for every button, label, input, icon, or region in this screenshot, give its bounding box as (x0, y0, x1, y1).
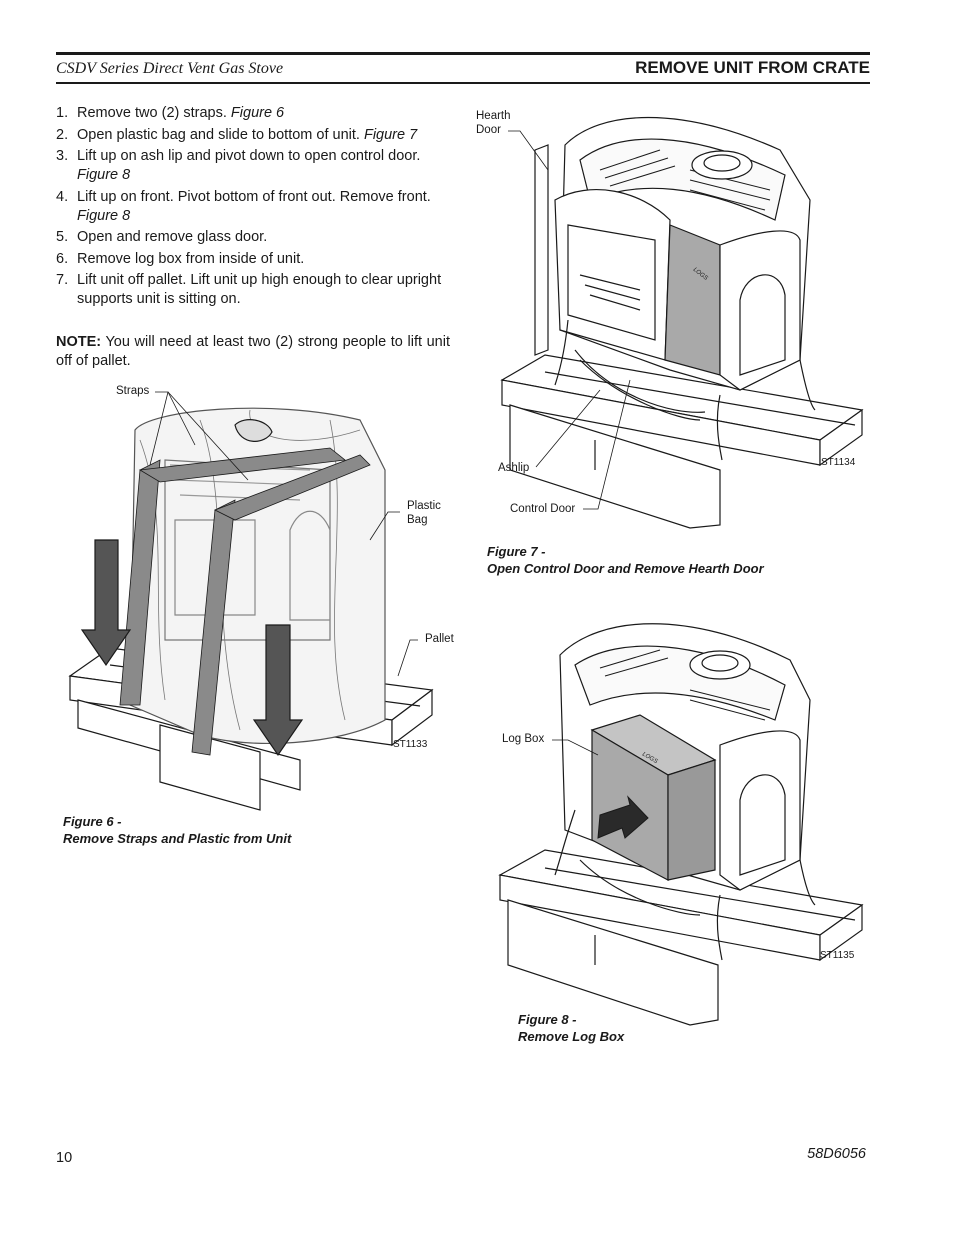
step-number: 7. (56, 272, 69, 288)
caption-title: Remove Straps and Plastic from Unit (63, 831, 292, 846)
figure-6-caption: Figure 6 - Remove Straps and Plastic fro… (63, 813, 291, 847)
figure-code: ST1133 (393, 739, 428, 750)
page-number: 10 (56, 1150, 73, 1166)
section-title: REMOVE UNIT FROM CRATE (635, 58, 870, 77)
step-item: 3. Lift up on ash lip and pivot down to o… (56, 147, 450, 185)
step-figure-ref: Figure 7 (363, 126, 418, 143)
manual-title: CSDV Series Direct Vent Gas Stove (56, 60, 284, 77)
step-item: 7. Lift unit off pallet. Lift unit up hig… (56, 271, 450, 309)
instruction-steps: 1. Remove two (2) straps. Figure 6 2. Open… (56, 104, 450, 312)
step-text: Open and remove glass door. (77, 229, 268, 245)
step-item: 5. Open and remove glass door. (56, 228, 450, 247)
logs-box-text: LOGS (641, 752, 658, 766)
step-text: Lift unit off pallet. Lift unit up high … (77, 272, 442, 307)
figure-8-caption: Figure 8 - Remove Log Box (518, 1011, 624, 1045)
note-label: NOTE: (56, 333, 102, 350)
step-number: 6. (56, 250, 69, 267)
figure-7-caption: Figure 7 - Open Control Door and Remove … (487, 543, 764, 577)
label-pallet: Pallet (425, 633, 454, 645)
document-number: 58D6056 (807, 1146, 866, 1162)
label-plastic-bag: Plastic Bag (407, 500, 441, 526)
page-header: CSDV Series Direct Vent Gas Stove REMOVE… (56, 52, 870, 84)
step-number: 1. (56, 105, 69, 121)
label-control-door: Control Door (510, 503, 576, 515)
caption-title: Open Control Door and Remove Hearth Door (487, 561, 764, 576)
step-figure-ref: Figure 8 (77, 207, 131, 224)
step-item: 2. Open plastic bag and slide to bottom o… (56, 126, 450, 145)
label-straps: Straps (116, 385, 150, 397)
caption-number: Figure 8 - (518, 1012, 577, 1027)
step-text: Lift up on ash lip and pivot down to ope… (77, 148, 421, 164)
step-number: 4. (56, 188, 69, 205)
caption-number: Figure 7 - (487, 544, 546, 559)
label-ashlip: Ashlip (498, 462, 530, 474)
step-figure-ref: Figure 8 (77, 167, 131, 183)
caption-title: Remove Log Box (518, 1029, 625, 1044)
step-item: 6. Remove log box from inside of unit. (56, 250, 450, 269)
safety-note: NOTE: You will need at least two (2) str… (56, 333, 450, 371)
step-item: 4. Lift up on front. Pivot bottom of fron… (56, 188, 450, 226)
label-hearth-door: Hearth Door (476, 110, 511, 136)
logs-box-text: LOGS (692, 267, 709, 282)
step-text: Open plastic bag and slide to bottom of … (77, 126, 364, 143)
caption-number: Figure 6 - (63, 814, 122, 829)
step-number: 5. (56, 229, 69, 245)
note-text: You will need at least two (2) strong pe… (56, 333, 450, 369)
step-item: 1. Remove two (2) straps. Figure 6 (56, 104, 450, 123)
step-text: Remove log box from inside of unit. (77, 250, 305, 267)
figure-code: ST1135 (820, 950, 855, 961)
step-number: 3. (56, 148, 69, 164)
step-text: Remove two (2) straps. (77, 105, 231, 121)
label-log-box: Log Box (502, 733, 545, 745)
step-number: 2. (56, 126, 69, 143)
step-figure-ref: Figure 6 (230, 105, 285, 121)
figure-code: ST1134 (821, 457, 856, 468)
step-text: Lift up on front. Pivot bottom of front … (77, 188, 431, 205)
